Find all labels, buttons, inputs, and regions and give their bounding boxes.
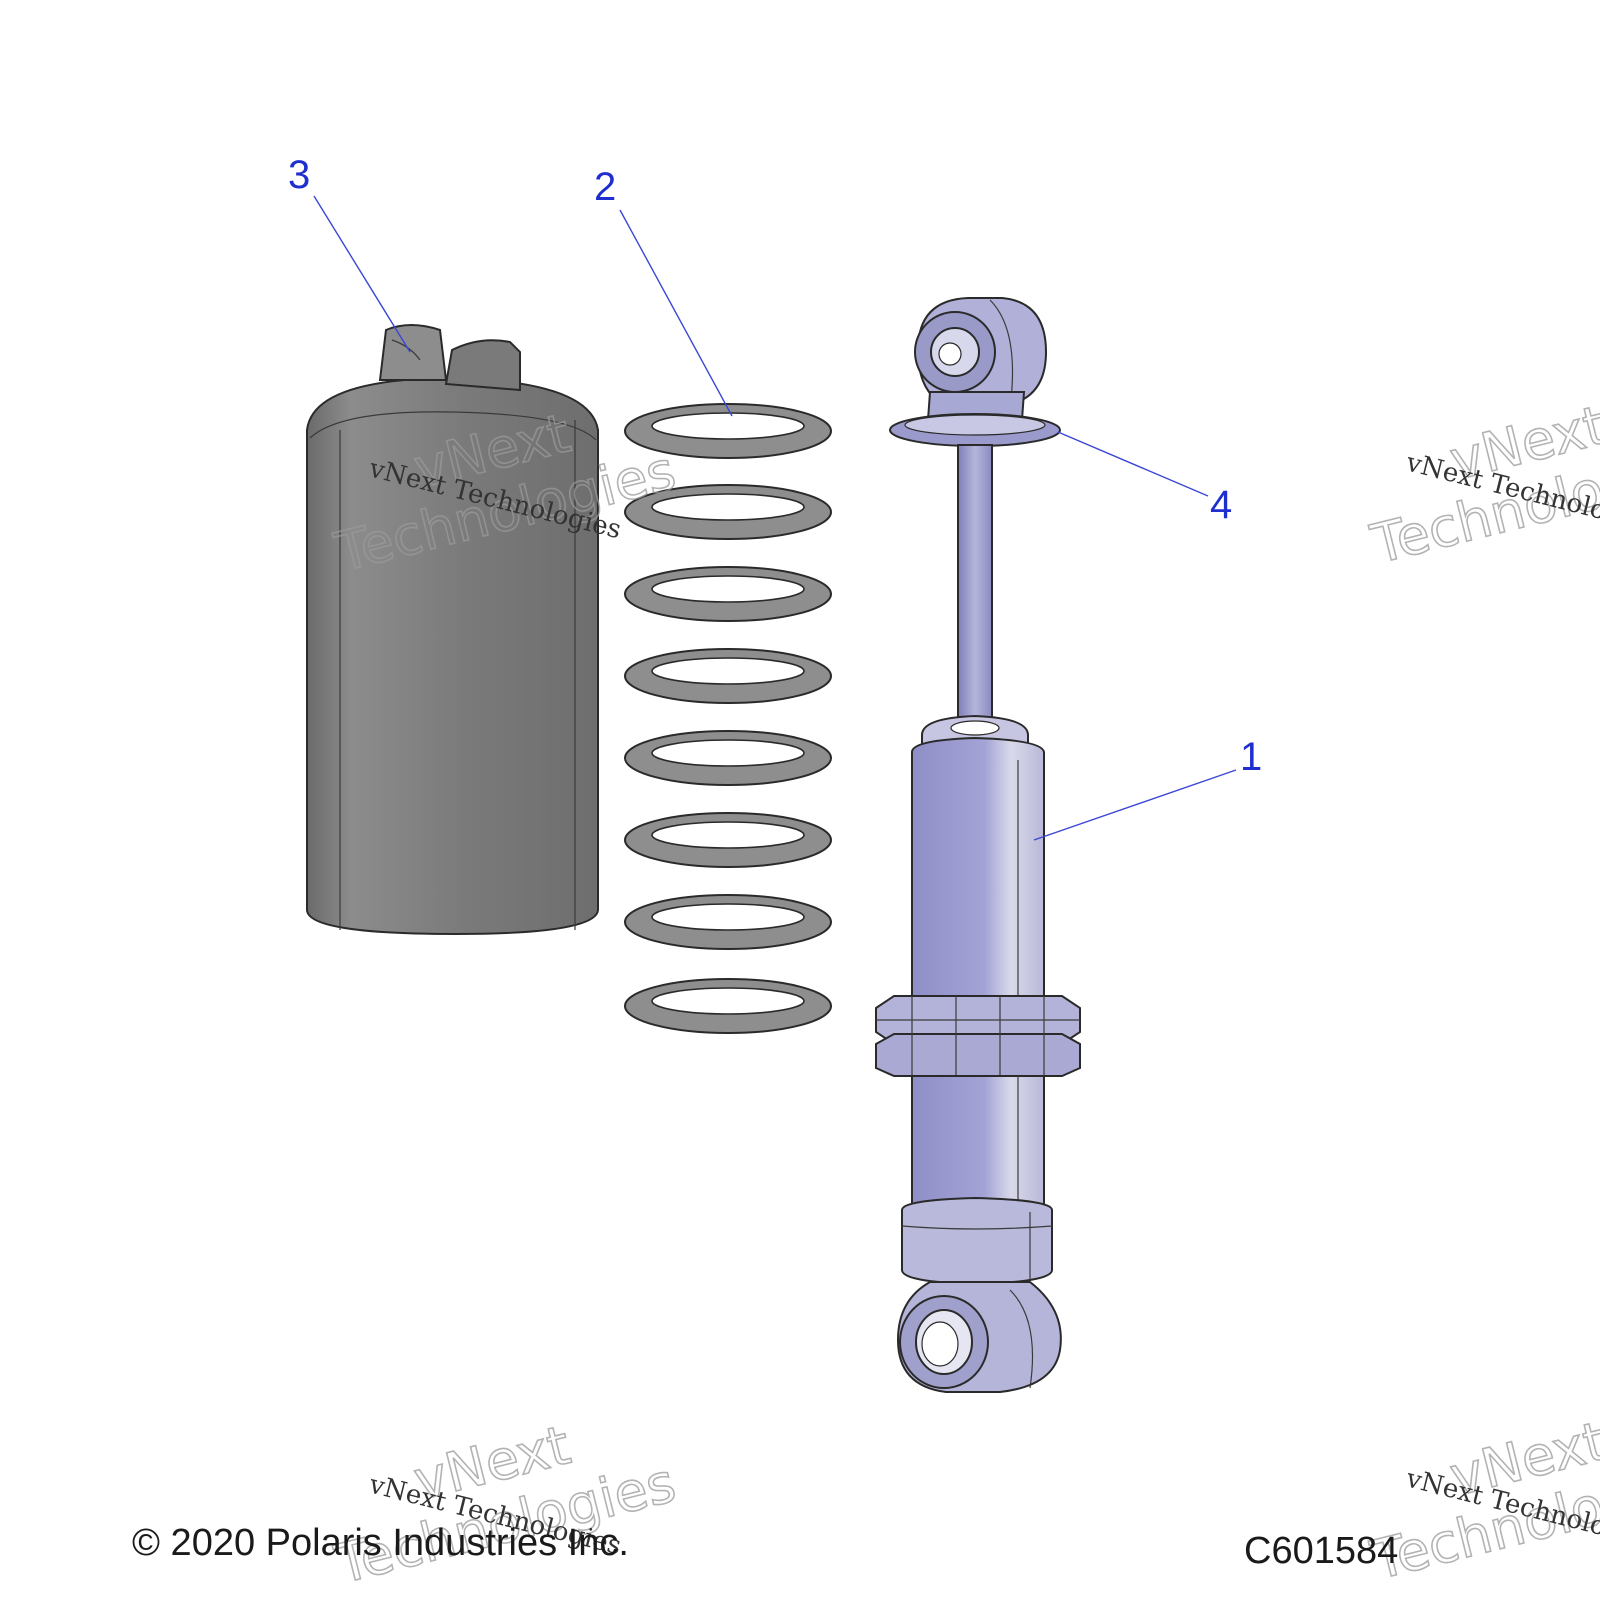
leader-line-4 [1057,431,1209,497]
spring-coil [624,812,832,868]
spring-coil [624,403,832,459]
leader-lines [313,195,1237,841]
callout-4: 4 [1210,483,1232,527]
callout-2: 2 [594,165,616,209]
leader-line-3 [313,195,411,353]
spring-coil [624,894,832,950]
spring-seat [889,413,1061,447]
shock-absorber [875,297,1081,1393]
spring-coil [624,484,832,540]
drawing-number: C601584 [1244,1530,1399,1572]
spring-coil [624,566,832,622]
spring-coil [624,730,832,786]
spring-coil [624,978,832,1034]
spring-coil [624,648,832,704]
spring-cover [306,324,599,936]
copyright-notice: © 2020 Polaris Industries Inc. [132,1522,629,1564]
spring [624,403,832,1034]
callout-1: 1 [1240,735,1262,779]
leader-line-2 [619,209,733,417]
leader-line-1 [1033,769,1237,841]
callout-3: 3 [288,153,310,197]
